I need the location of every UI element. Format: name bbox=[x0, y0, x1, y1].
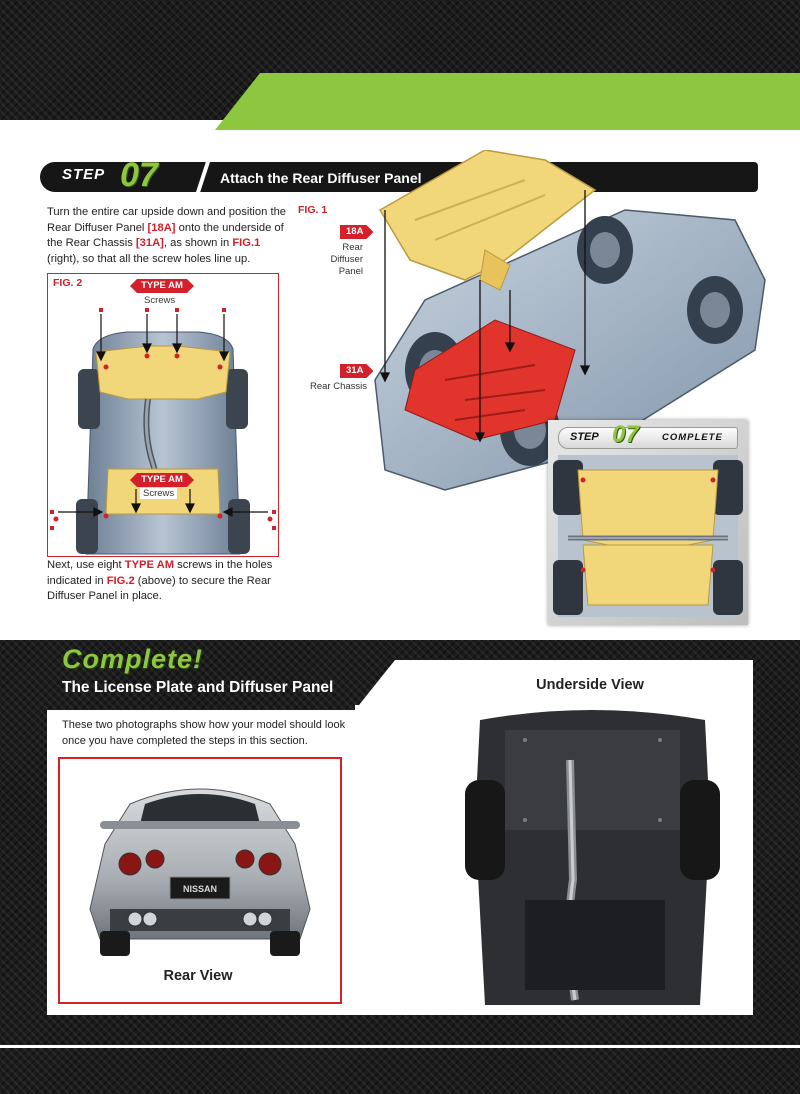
complete-headline: Complete! bbox=[62, 644, 204, 674]
instruction-text: Turn the entire car upside down and posi… bbox=[47, 206, 287, 234]
step-number: 07 bbox=[120, 156, 158, 194]
part-tag-31a: 31A bbox=[340, 364, 373, 378]
instruction-text: Next, use eight bbox=[47, 559, 125, 571]
completed-underside-image bbox=[553, 455, 743, 617]
step-complete-photo bbox=[548, 420, 748, 625]
complete-intro: These two photographs show how your mode… bbox=[62, 719, 346, 747]
fig2-label: FIG. 2 bbox=[53, 277, 83, 289]
carbon-fiber-footer bbox=[0, 1045, 800, 1094]
rear-view-car-image: NISSAN bbox=[89, 788, 311, 956]
part-ref-31a: [31A] bbox=[135, 237, 164, 249]
part-name-line: Panel bbox=[338, 266, 363, 277]
screw-caption: Screws bbox=[144, 295, 176, 306]
badge-complete-label: COMPLETE bbox=[662, 432, 723, 443]
part-name-line: Rear Diffuser bbox=[330, 242, 363, 265]
carbon-fiber-header bbox=[0, 0, 800, 120]
fig2-panel bbox=[47, 273, 279, 557]
underside-view-image bbox=[465, 700, 720, 1005]
underside-view-label: Underside View bbox=[536, 677, 644, 693]
screw-caption: Screws bbox=[140, 488, 178, 499]
rear-view-frame: NISSAN bbox=[58, 757, 342, 1004]
badge-step-number: 07 bbox=[612, 421, 639, 448]
part-name-18a: Rear Diffuser Panel bbox=[308, 242, 363, 278]
screw-instructions: Next, use eight TYPE AM screws in the ho… bbox=[47, 558, 277, 605]
step-word: STEP bbox=[62, 166, 106, 183]
step-complete-badge bbox=[558, 427, 738, 449]
step-header-bar bbox=[40, 162, 758, 192]
instruction-text: (right), so that all the screw holes lin… bbox=[47, 252, 251, 265]
screw-ref: TYPE AM bbox=[124, 559, 175, 571]
green-accent-band bbox=[215, 73, 800, 130]
instruction-text: , as shown in bbox=[163, 237, 233, 249]
part-tag-18a: 18A bbox=[340, 225, 373, 239]
instruction-text: screws in the holes indicated in bbox=[47, 559, 273, 587]
step-title: Attach the Rear Diffuser Panel bbox=[220, 170, 422, 186]
instruction-text: onto the underside of the Rear Chassis bbox=[47, 221, 284, 250]
part-ref-18a: [18A] bbox=[147, 221, 176, 234]
fig-ref: FIG.2 bbox=[106, 574, 135, 587]
part-name-31a: Rear Chassis bbox=[310, 381, 368, 392]
license-plate-text: NISSAN bbox=[183, 884, 217, 894]
screw-type-tag: TYPE AM bbox=[130, 473, 194, 487]
section-title: The License Plate and Diffuser Panel bbox=[62, 679, 334, 696]
badge-step-word: STEP bbox=[570, 431, 599, 443]
fig-ref: FIG.1 bbox=[232, 237, 261, 249]
step-instructions: Turn the entire car upside down and posi… bbox=[47, 205, 287, 267]
underside-diagram bbox=[50, 308, 276, 555]
screw-type-tag: TYPE AM bbox=[130, 279, 194, 293]
exploded-view-diagram bbox=[374, 149, 766, 491]
rear-view-label: Rear View bbox=[163, 968, 233, 984]
fig1-label: FIG. 1 bbox=[298, 204, 328, 216]
fig1-illustration bbox=[295, 149, 775, 500]
footer-divider bbox=[0, 1045, 800, 1048]
instruction-text: (above) to secure the Rear Diffuser Pane… bbox=[47, 574, 271, 603]
